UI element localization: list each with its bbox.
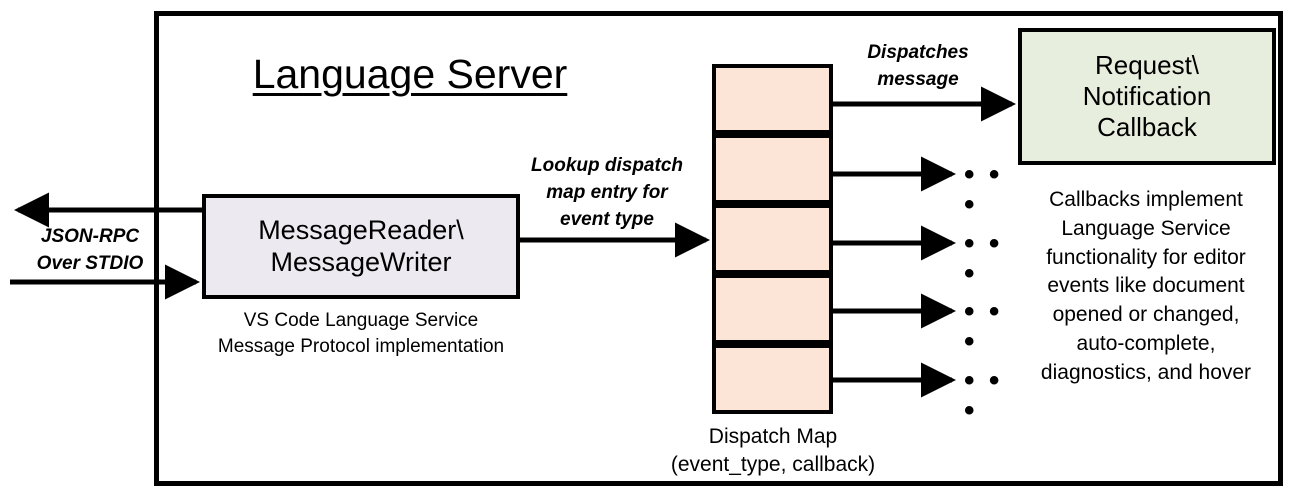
request-notification-callback-label: Request\ Notification Callback <box>1082 49 1212 143</box>
request-notification-callback-box[interactable]: Request\ Notification Callback <box>1018 28 1276 165</box>
message-reader-writer-box[interactable]: MessageReader\ MessageWriter <box>202 194 520 299</box>
dispatch-map-row-3[interactable] <box>712 274 833 344</box>
lookup-dispatch-label: Lookup dispatch map entry for event type <box>531 155 683 230</box>
dispatches-message-label: Dispatches message <box>867 42 969 90</box>
dispatch-map-row-1[interactable] <box>712 134 833 204</box>
dispatch-map-row-0[interactable] <box>712 64 833 134</box>
jsonrpc-stdio-label: JSON-RPC Over STDIO <box>36 226 144 274</box>
ellipsis-row-1: • • • <box>964 158 1003 221</box>
ellipsis-row-3: • • • <box>964 295 1003 358</box>
dispatch-map-row-4[interactable] <box>712 344 833 414</box>
callbacks-description: Callbacks implement Language Service fun… <box>1040 188 1252 384</box>
message-protocol-caption: VS Code Language Service Message Protoco… <box>217 310 505 357</box>
page-title: Language Server <box>252 51 568 97</box>
message-reader-writer-label: MessageReader\ MessageWriter <box>258 214 464 277</box>
dispatch-map-row-2[interactable] <box>712 204 833 274</box>
language-server-boundary <box>154 11 1283 486</box>
ellipsis-row-4: • • • <box>964 364 1003 427</box>
ellipsis-row-2: • • • <box>964 227 1003 290</box>
dispatch-map-caption: Dispatch Map (event_type, callback) <box>670 425 876 476</box>
